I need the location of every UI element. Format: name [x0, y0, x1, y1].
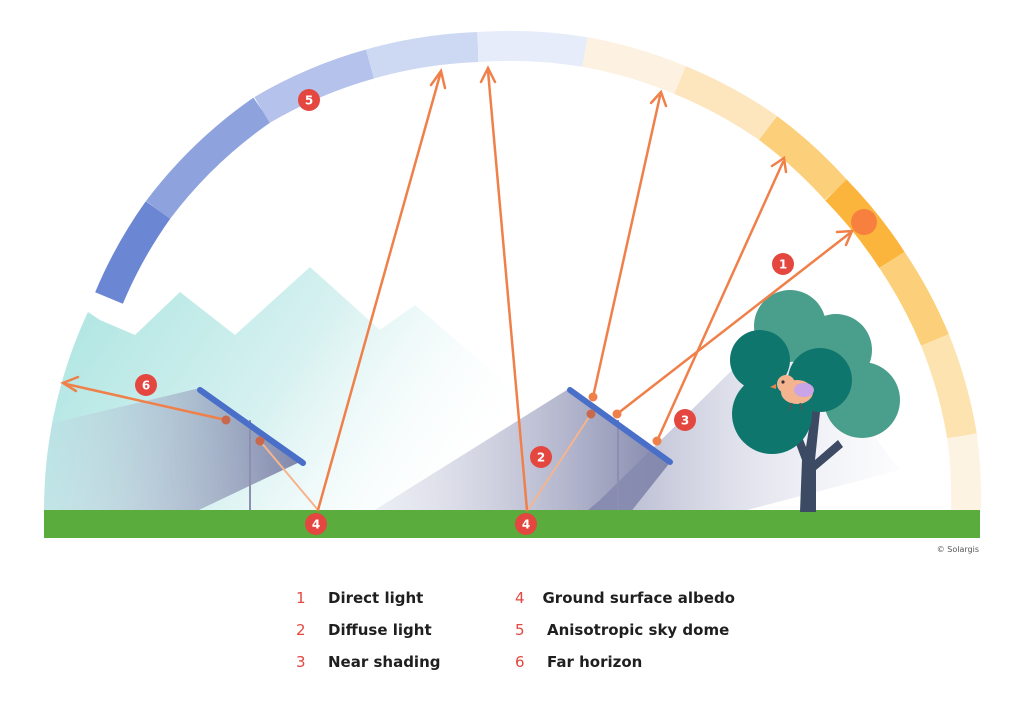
ground — [44, 510, 980, 538]
marker-direct-label: 1 — [779, 258, 787, 272]
albedo-ray-middle-arrowhead — [479, 65, 497, 84]
legend-label: Near shading — [328, 653, 441, 671]
sky-segment — [365, 32, 479, 79]
light-rays — [60, 65, 854, 512]
legend: 1 Direct light 2 Diffuse light 3 Near sh… — [296, 582, 756, 678]
sky-segment — [476, 30, 588, 67]
sky-segment — [921, 334, 977, 439]
marker-albedo-left-label: 4 — [312, 518, 320, 532]
tree-trunk — [790, 410, 843, 512]
albedo-ray-left — [316, 73, 442, 512]
sky-segment — [758, 115, 848, 201]
direct-ray — [615, 231, 852, 416]
sky-segment — [947, 433, 982, 511]
marker-far-horizon: 6 — [135, 374, 157, 396]
sky-segment — [879, 251, 949, 346]
legend-number: 4 — [515, 589, 525, 607]
legend-item: 5 Anisotropic sky dome — [515, 614, 735, 646]
albedo-ray-left-arrowhead — [429, 68, 447, 90]
legend-item: 1 Direct light — [296, 582, 516, 614]
legend-label: Anisotropic sky dome — [547, 621, 730, 639]
solar-panel-middle — [567, 387, 673, 465]
bird-icon — [770, 375, 814, 411]
marker-far-horizon-label: 6 — [142, 379, 150, 393]
reflected-ray-1 — [591, 94, 662, 399]
sky-segment — [254, 49, 375, 124]
legend-number: 5 — [515, 621, 525, 639]
ray-origins — [221, 392, 662, 446]
marker-albedo-left: 4 — [305, 513, 327, 535]
albedo-ray-middle — [486, 69, 529, 512]
legend-number: 6 — [515, 653, 525, 671]
sky-segment — [146, 97, 271, 220]
middle-panel-shadow — [330, 388, 672, 510]
legend-number: 2 — [296, 621, 306, 639]
marker-albedo-middle-label: 4 — [522, 518, 530, 532]
sun-icon — [851, 209, 877, 235]
marker-sky-dome-label: 5 — [305, 94, 313, 108]
legend-item: 6 Far horizon — [515, 646, 735, 678]
copyright-notice: © Solargis — [937, 545, 979, 554]
near-shading-ray — [655, 160, 785, 443]
far-horizon-ray — [64, 382, 228, 422]
sky-segment — [95, 201, 171, 304]
legend-column-left: 1 Direct light 2 Diffuse light 3 Near sh… — [296, 582, 516, 678]
marker-sky-dome: 5 — [298, 89, 320, 111]
marker-albedo-middle: 4 — [515, 513, 537, 535]
marker-near-shading-label: 3 — [681, 414, 689, 428]
far-horizon-ray-arrowhead — [60, 375, 80, 393]
sky-segment — [674, 66, 777, 141]
legend-item: 2 Diffuse light — [296, 614, 516, 646]
panel-supports — [249, 420, 619, 510]
sky-segment — [582, 37, 686, 94]
near-shading-ray-arrowhead — [770, 155, 788, 174]
marker-diffuse: 2 — [530, 446, 552, 468]
legend-label: Ground surface albedo — [542, 589, 736, 607]
solar-panel-left — [197, 387, 306, 466]
legend-label: Direct light — [328, 589, 424, 607]
legend-number: 1 — [296, 589, 306, 607]
legend-column-right: 4 Ground surface albedo 5 Anisotropic sk… — [515, 582, 735, 678]
legend-label: Far horizon — [547, 653, 643, 671]
marker-direct: 1 — [772, 253, 794, 275]
legend-number: 3 — [296, 653, 306, 671]
marker-diffuse-label: 2 — [537, 451, 545, 465]
left-panel-shadow — [44, 388, 304, 510]
legend-item: 4 Ground surface albedo — [515, 582, 735, 614]
reflected-ray-1-arrowhead — [649, 89, 668, 108]
solar-panels — [197, 387, 673, 466]
legend-label: Diffuse light — [328, 621, 432, 639]
diffuse-rays — [259, 413, 592, 511]
direct-ray-arrowhead — [835, 229, 854, 247]
marker-near-shading: 3 — [674, 409, 696, 431]
legend-item: 3 Near shading — [296, 646, 516, 678]
